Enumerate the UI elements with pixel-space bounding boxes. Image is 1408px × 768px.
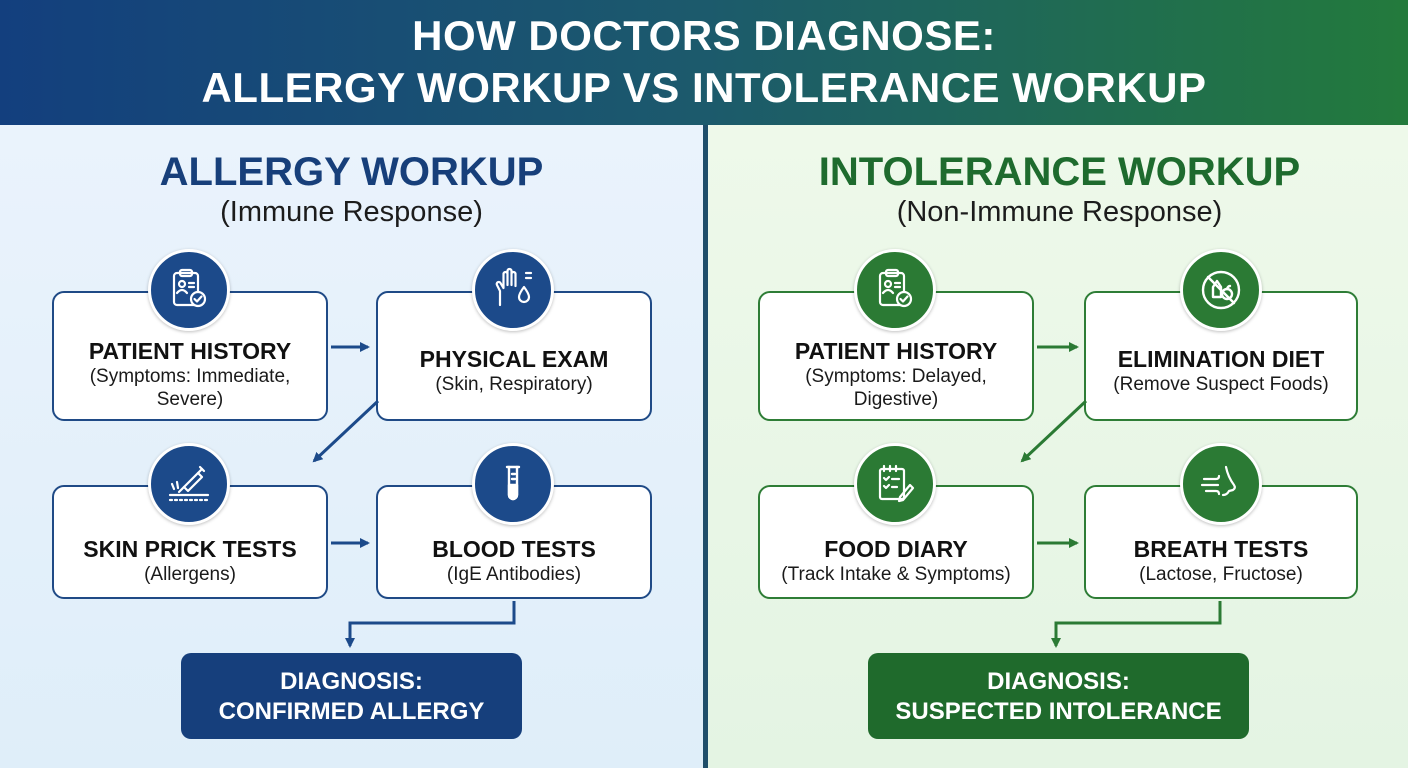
- intolerance-panel: INTOLERANCE WORKUP (Non-Immune Response)…: [708, 125, 1408, 768]
- no-food-icon: [1180, 249, 1262, 331]
- arrow-blood-to-diagnosis: [345, 601, 516, 648]
- step-detail: (Symptoms: Delayed,: [805, 366, 987, 387]
- step-detail: (Skin, Respiratory): [435, 374, 593, 395]
- header-banner: HOW DOCTORS DIAGNOSE: ALLERGY WORKUP VS …: [0, 0, 1408, 125]
- step-detail: (Symptoms: Immediate,: [89, 366, 291, 387]
- page-title-line1: HOW DOCTORS DIAGNOSE:: [412, 12, 996, 59]
- clipboard-check-icon: [148, 249, 230, 331]
- allergy-title: ALLERGY WORKUP: [159, 150, 544, 194]
- step-detail: Digestive): [853, 389, 939, 410]
- diagnosis-label: DIAGNOSIS:: [987, 668, 1130, 695]
- page-title-line2: ALLERGY WORKUP VS INTOLERANCE WORKUP: [201, 64, 1207, 111]
- step-title: FOOD DIARY: [824, 536, 968, 562]
- diary-pencil-icon: [854, 443, 936, 525]
- step-detail: Severe): [156, 389, 224, 410]
- breath-nose-icon: [1180, 443, 1262, 525]
- step-detail: (Remove Suspect Foods): [1113, 374, 1329, 395]
- allergy-step-patient-history: PATIENT HISTORY (Symptoms: Immediate, Se…: [52, 291, 328, 421]
- intolerance-title: INTOLERANCE WORKUP: [818, 150, 1301, 194]
- intolerance-flow-arrows: [1020, 342, 1222, 648]
- diagnosis-label: DIAGNOSIS:: [280, 668, 423, 695]
- intolerance-diagnosis: DIAGNOSIS: SUSPECTED INTOLERANCE: [868, 653, 1249, 739]
- allergy-panel: ALLERGY WORKUP (Immune Response) PATIENT…: [0, 125, 703, 768]
- allergy-diagnosis: DIAGNOSIS: CONFIRMED ALLERGY: [181, 653, 522, 739]
- intolerance-subtitle: (Non-Immune Response): [896, 196, 1223, 228]
- step-title: SKIN PRICK TESTS: [83, 536, 297, 562]
- intolerance-step-breath-tests: BREATH TESTS (Lactose, Fructose): [1084, 485, 1358, 599]
- step-detail: (Track Intake & Symptoms): [781, 564, 1011, 585]
- arrow-diet-to-diary: [1020, 399, 1088, 463]
- panel-divider: [703, 125, 708, 768]
- step-detail: (Lactose, Fructose): [1139, 564, 1303, 585]
- step-title: PATIENT HISTORY: [794, 338, 998, 364]
- syringe-skin-icon: [148, 443, 230, 525]
- step-detail: (Allergens): [144, 564, 236, 585]
- step-title: BREATH TESTS: [1133, 536, 1309, 562]
- step-title: BLOOD TESTS: [432, 536, 596, 562]
- hand-drop-icon: [472, 249, 554, 331]
- test-tube-icon: [472, 443, 554, 525]
- step-title: PATIENT HISTORY: [88, 338, 292, 364]
- step-title: ELIMINATION DIET: [1117, 346, 1325, 372]
- arrow-breath-to-diagnosis: [1051, 601, 1222, 648]
- allergy-subtitle: (Immune Response): [220, 196, 483, 228]
- step-detail: (IgE Antibodies): [446, 564, 582, 585]
- allergy-flow-arrows: [312, 342, 516, 648]
- intolerance-step-elimination-diet: ELIMINATION DIET (Remove Suspect Foods): [1084, 291, 1358, 421]
- clipboard-check-icon: [854, 249, 936, 331]
- step-title: PHYSICAL EXAM: [419, 346, 609, 372]
- arrow-exam-to-skin: [312, 399, 380, 463]
- diagnosis-result: SUSPECTED INTOLERANCE: [895, 698, 1222, 725]
- diagnosis-result: CONFIRMED ALLERGY: [218, 698, 485, 725]
